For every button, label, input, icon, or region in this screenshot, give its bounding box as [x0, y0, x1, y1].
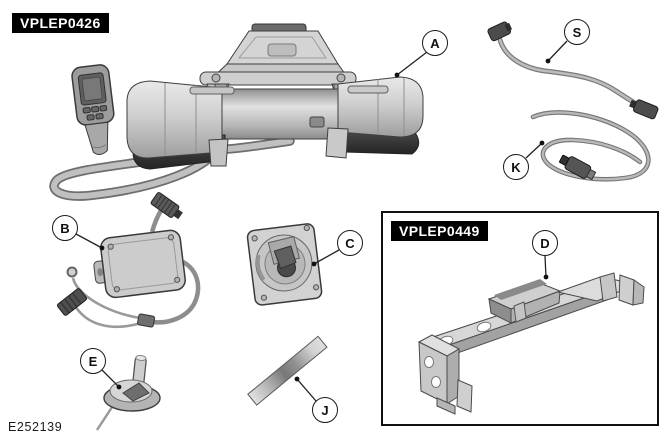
callout-c: C	[337, 230, 363, 256]
remote-handle	[84, 121, 109, 155]
remote-button	[95, 113, 104, 120]
kit-label-main: VPLEP0426	[12, 13, 109, 33]
remote-button	[91, 106, 100, 113]
callout-e: E	[80, 348, 106, 374]
leader-e	[101, 369, 122, 390]
leader-c	[311, 249, 340, 267]
leader-d	[543, 255, 549, 280]
harness-cable-s-illustration	[487, 21, 659, 120]
control-box-illustration	[56, 192, 201, 329]
socket-plate-illustration	[246, 223, 323, 306]
power-cable-k-illustration	[530, 110, 651, 182]
leader-s	[545, 40, 568, 64]
cable-connector	[633, 99, 659, 120]
callout-s: S	[564, 19, 590, 45]
kit-label-bracket: VPLEP0449	[391, 221, 488, 241]
ferrite-bead	[137, 313, 156, 328]
remote-button	[82, 107, 91, 114]
tube-section-illustration	[247, 335, 328, 406]
remote-control-illustration	[71, 64, 115, 155]
callout-a: A	[422, 30, 448, 56]
control-box-body	[100, 229, 186, 299]
remote-button	[99, 105, 108, 112]
callout-leaders	[75, 40, 568, 402]
callout-k: K	[503, 154, 529, 180]
callout-d: D	[532, 230, 558, 256]
bracket-kit-box	[381, 211, 659, 426]
figure-number: E252139	[8, 420, 63, 434]
callout-j: J	[312, 397, 338, 423]
callout-b: B	[52, 215, 78, 241]
antenna-grommet-illustration	[95, 354, 161, 431]
winch-cross-bar	[199, 71, 357, 86]
leader-k	[525, 140, 545, 159]
winch-logo-emboss	[267, 43, 297, 57]
winch-motor-housing-left	[126, 80, 223, 159]
tube-body	[247, 335, 328, 406]
winch-illustration	[49, 23, 424, 201]
remote-button	[86, 114, 95, 121]
leader-j	[294, 376, 317, 402]
blade-connector	[56, 288, 88, 316]
mounting-bracket-illustration	[417, 272, 645, 415]
leader-b	[75, 233, 105, 251]
ring-terminal	[66, 266, 78, 278]
winch-drum	[221, 88, 341, 140]
leader-a	[394, 51, 428, 78]
